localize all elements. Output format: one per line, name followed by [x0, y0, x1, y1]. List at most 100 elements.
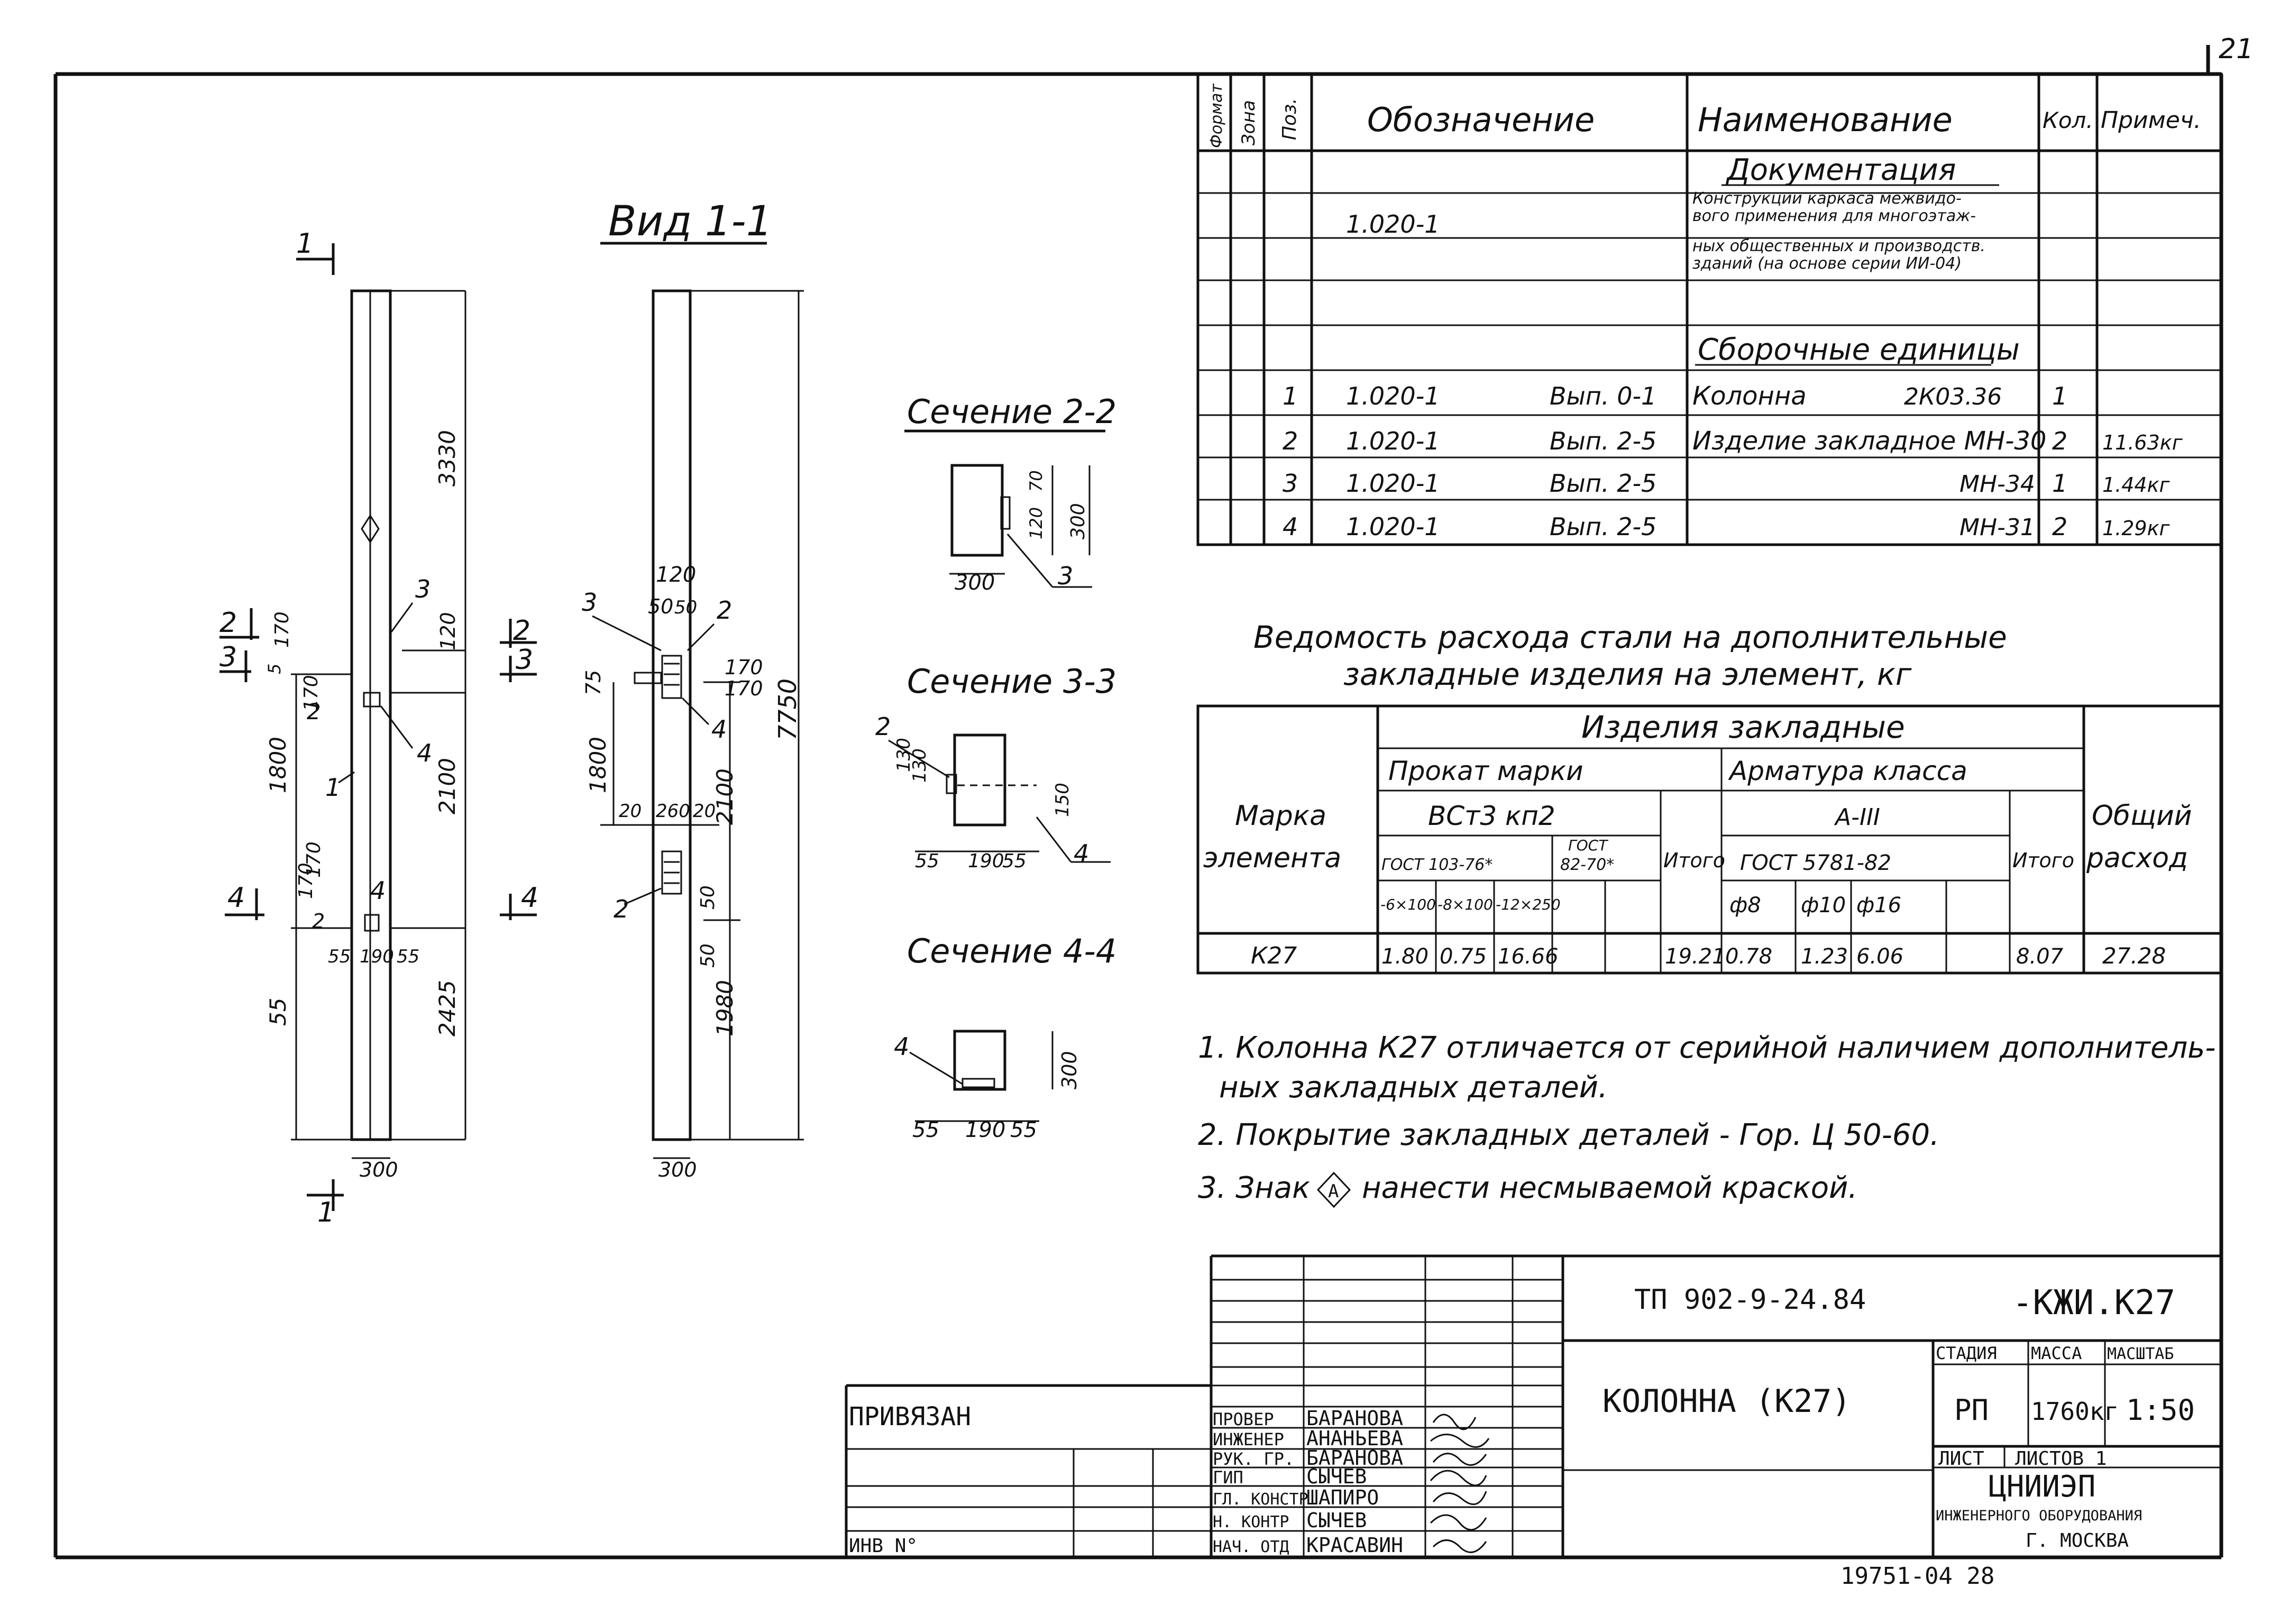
svg-text:БАРАНОВА: БАРАНОВА — [1306, 1446, 1403, 1470]
svg-text:НАЧ. ОТД: НАЧ. ОТД — [1213, 1538, 1289, 1556]
svg-text:170: 170 — [725, 656, 763, 679]
row-issue: Вып. 2-5 — [1550, 427, 1656, 455]
row-pos: 3 — [1283, 469, 1298, 498]
steel-mark-label-1: Марка — [1235, 800, 1326, 832]
header-format: Формат — [1207, 83, 1226, 148]
row-note: 1.29кг — [2102, 517, 2171, 540]
svg-text:2: 2 — [312, 910, 325, 933]
svg-text:4: 4 — [1074, 839, 1089, 868]
steel-row-left-total: 19.21 — [1665, 944, 1726, 969]
svg-text:50: 50 — [648, 595, 673, 618]
doc-name-line: зданий (на основе серии ИИ-04) — [1692, 254, 1962, 273]
svg-text:ИНЖЕНЕР: ИНЖЕНЕР — [1213, 1429, 1284, 1449]
steel-grade-right: А-III — [1834, 804, 1880, 831]
row-designation: 1.020-1 — [1346, 382, 1440, 410]
svg-text:ЛИСТ: ЛИСТ — [1938, 1448, 1984, 1470]
svg-text:55: 55 — [328, 946, 351, 967]
svg-text:РУК. ГР.: РУК. ГР. — [1213, 1449, 1294, 1469]
row-code: 2К03.36 — [1904, 383, 2002, 410]
svg-text:300: 300 — [955, 571, 995, 595]
svg-text:А: А — [1328, 1181, 1339, 1202]
doc-designation: 1.020-1 — [1346, 210, 1440, 238]
note-3-start: 3. Знак — [1198, 1171, 1310, 1205]
svg-text:КРАСАВИН: КРАСАВИН — [1306, 1534, 1403, 1557]
steel-col-left: -12×250 — [1496, 896, 1561, 913]
svg-text:120: 120 — [656, 563, 696, 587]
svg-text:120: 120 — [436, 612, 460, 650]
svg-text:50: 50 — [674, 597, 697, 618]
svg-text:1: 1 — [325, 773, 341, 802]
svg-text:Н. КОНТР: Н. КОНТР — [1213, 1513, 1289, 1531]
svg-text:300: 300 — [1067, 503, 1089, 539]
column-side-view: 7750 2100 1980 120 50 50 75 170 170 1800… — [582, 289, 804, 1181]
row-pos: 1 — [1283, 382, 1298, 410]
section-3-3: Сечение 3-3 130 130 150 55 190 55 2 4 — [875, 662, 1116, 872]
row-qty: 2 — [2052, 427, 2067, 455]
header-qty: Кол. — [2043, 107, 2093, 133]
svg-text:ЦНИИЭП: ЦНИИЭП — [1989, 1470, 2095, 1504]
svg-text:АНАНЬЕВА: АНАНЬЕВА — [1306, 1427, 1403, 1450]
svg-text:75: 75 — [582, 670, 605, 695]
svg-text:ПРОВЕР: ПРОВЕР — [1213, 1409, 1274, 1429]
steel-row-right-total: 8.07 — [2016, 944, 2064, 969]
svg-text:ТП 902-9-24.84: ТП 902-9-24.84 — [1634, 1284, 1866, 1316]
title-block: ПРИВЯЗАН ИНВ N° ПРОВЕР БАРАНОВА ИНЖЕНЕР … — [845, 1254, 2221, 1557]
svg-text:3: 3 — [1058, 562, 1073, 590]
row-issue: Вып. 2-5 — [1550, 512, 1656, 541]
header-designation: Обозначение — [1367, 100, 1595, 139]
steel-row-total: 27.28 — [2102, 943, 2166, 969]
steel-col-right: ф8 — [1729, 893, 1761, 917]
row-designation: 1.020-1 — [1346, 427, 1440, 455]
row-qty: 1 — [2052, 469, 2067, 498]
column-front-view: 1 1 2 3 4 2 3 4 3330 120 2100 2425 — [219, 228, 538, 1228]
row-code: МН-31 — [1959, 514, 2035, 541]
steel-row-value: 16.66 — [1498, 944, 1559, 969]
svg-text:2: 2 — [717, 596, 732, 625]
svg-text:55: 55 — [915, 850, 939, 872]
steel-grade-left: ВСт3 кп2 — [1428, 801, 1555, 831]
steel-mark-label-2: элемента — [1203, 842, 1341, 874]
svg-text:4: 4 — [370, 876, 386, 905]
svg-text:190: 190 — [360, 946, 394, 967]
spec-table: Формат Зона Поз. Обозначение Наименовани… — [1196, 72, 2223, 546]
steel-table-title-1: Ведомость расхода стали на дополнительны… — [1253, 619, 2007, 655]
svg-text:190: 190 — [968, 850, 1004, 872]
svg-text:РП: РП — [1954, 1393, 1989, 1427]
svg-text:300: 300 — [360, 1158, 398, 1181]
sheet-number: 21 — [2219, 33, 2254, 65]
header-note: Примеч. — [2101, 107, 2201, 134]
steel-itogo-right: Итого — [2012, 849, 2074, 872]
svg-text:3: 3 — [582, 588, 597, 617]
doc-name-line: ных общественных и производств. — [1692, 237, 1985, 255]
view-title: Вид 1-1 — [608, 198, 772, 245]
svg-text:55: 55 — [912, 1118, 939, 1142]
steel-row-value: 6.06 — [1856, 944, 1903, 969]
svg-text:70: 70 — [1026, 470, 1046, 492]
svg-text:2: 2 — [614, 895, 629, 923]
steel-group-header: Изделия закладные — [1581, 709, 1905, 745]
svg-text:170: 170 — [300, 675, 322, 711]
svg-text:2: 2 — [219, 607, 237, 639]
svg-text:КОЛОННА (К27): КОЛОННА (К27) — [1603, 1383, 1851, 1420]
svg-text:55: 55 — [397, 946, 419, 967]
svg-text:130: 130 — [893, 738, 914, 772]
svg-text:СЫЧЕВ: СЫЧЕВ — [1306, 1465, 1367, 1488]
svg-text:ИНЖЕНЕРНОГО ОБОРУДОВАНИЯ: ИНЖЕНЕРНОГО ОБОРУДОВАНИЯ — [1936, 1508, 2142, 1524]
svg-text:СЫЧЕВ: СЫЧЕВ — [1306, 1509, 1367, 1532]
asm-section-title: Сборочные единицы — [1698, 333, 2020, 367]
steel-gost-right: ГОСТ 5781-82 — [1740, 851, 1891, 875]
svg-text:50: 50 — [697, 885, 719, 910]
svg-text:4: 4 — [227, 882, 245, 914]
svg-text:1760кг: 1760кг — [2031, 1397, 2119, 1426]
note-1-line-2: ных закладных деталей. — [1219, 1070, 1608, 1105]
doc-section-title: Документация — [1725, 153, 1956, 187]
steel-row-value: 0.75 — [1440, 944, 1487, 969]
svg-text:1:50: 1:50 — [2126, 1393, 2195, 1427]
svg-text:2: 2 — [875, 712, 891, 741]
steel-total-label-1: Общий — [2092, 800, 2192, 832]
svg-text:ГЛ. КОНСТР: ГЛ. КОНСТР — [1213, 1490, 1308, 1509]
svg-text:ШАПИРО: ШАПИРО — [1306, 1486, 1379, 1509]
header-zone: Зона — [1238, 100, 1259, 145]
svg-text:55: 55 — [1010, 1118, 1037, 1142]
